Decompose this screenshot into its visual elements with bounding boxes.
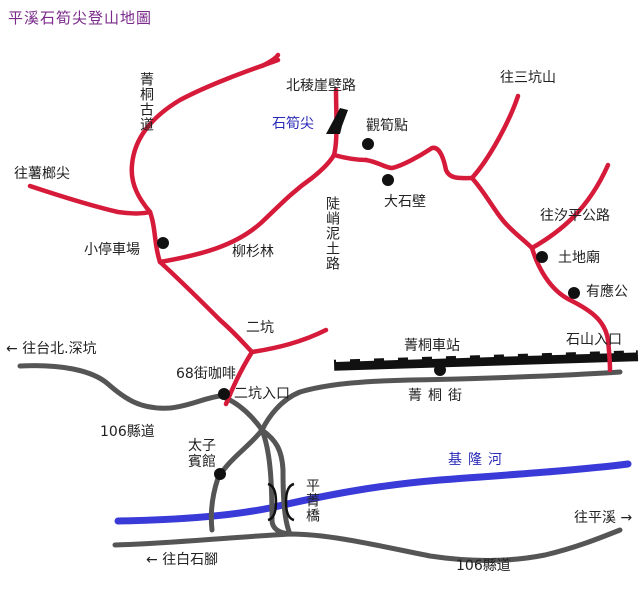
label-county-road-106-west: 106縣道 — [100, 424, 155, 440]
trail-to-dashibi — [363, 145, 475, 181]
label-wang-sankengshan: 往三坑山 — [500, 70, 556, 86]
poi-youyinggong-icon — [568, 287, 580, 299]
road-106-west — [17, 363, 223, 411]
label-da-shibi: 大石壁 — [384, 194, 426, 210]
road-bridge-west — [259, 427, 293, 537]
poi-tudimiao-icon — [536, 251, 548, 263]
trail-parking-to-ridge — [157, 152, 337, 265]
trail-parking-to-erkeng — [157, 259, 255, 355]
label-keelung-river: 基隆河 — [448, 452, 508, 468]
road-to-jingtong — [217, 369, 623, 433]
poi-station-icon — [434, 364, 446, 376]
label-wang-xiping-gonglu: 往汐平公路 — [540, 208, 610, 224]
label-county-road-106-east: 106縣道 — [456, 558, 511, 574]
trail-xiping-road — [529, 162, 611, 251]
label-wang-taibei-shenkeng: ← 往台北.深坑 — [6, 341, 97, 357]
poi-cafe-icon — [218, 388, 230, 400]
label-xiao-tingchechang: 小停車場 — [84, 242, 140, 258]
trail-erkeng-branch — [249, 327, 329, 355]
trail-to-shishan-entrance — [529, 245, 613, 373]
label-dou-qiao-ni-tu-lu: 陡峭泥土路 — [324, 196, 340, 271]
label-wang-baishijiao-text: 往白石腳 — [162, 552, 219, 568]
poi-markers — [157, 138, 580, 480]
label-jingtong-station: 菁桐車站 — [404, 338, 460, 354]
roads — [17, 363, 623, 563]
trail-shulangjian — [27, 183, 153, 216]
trails — [27, 52, 613, 407]
label-wang-pingxi: 往平溪 → — [574, 510, 632, 526]
poi-dashibi-icon — [382, 174, 394, 186]
railway — [333, 349, 639, 371]
trail-north-spur — [259, 52, 281, 69]
label-you-ying-gong: 有應公 — [586, 284, 628, 300]
label-bei-leng-yabi-lu: 北稜崖壁路 — [286, 78, 356, 94]
peak-icon — [326, 108, 348, 134]
map-title: 平溪石筍尖登山地圖 — [8, 9, 153, 27]
arrow-left-icon-south: ← — [146, 552, 158, 568]
poi-parking-icon — [157, 237, 169, 249]
label-jingtong-gudao: 菁桐古道 — [138, 72, 154, 132]
label-jingtong-street: 菁桐街 — [408, 388, 468, 404]
trail-west-spine — [147, 209, 163, 265]
label-erkeng-rukou: 二坑入口 — [234, 386, 290, 402]
keelung-river — [114, 460, 632, 525]
label-wang-baishijiao: ← 往白石腳 — [146, 552, 218, 568]
label-shishan-rukou: 石山入口 — [566, 332, 622, 348]
label-wang-taibei-shenkeng-text: 往台北.深坑 — [22, 341, 97, 357]
label-guan-sun-dian: 觀筍點 — [366, 118, 408, 134]
label-ping-jing-bridge: 平菁橋 — [304, 478, 320, 523]
trail-east-spine — [469, 175, 535, 251]
label-cafe-68: 68街咖啡 — [176, 366, 236, 382]
label-shisunjian: 石筍尖 — [272, 116, 314, 132]
trail-jingtong-gudao — [129, 57, 281, 215]
trail-erkeng-to-entrance — [223, 349, 255, 407]
trail-to-guansun — [331, 152, 369, 163]
poi-guesthouse-icon — [214, 468, 226, 480]
arrow-right-icon: → — [620, 510, 633, 526]
label-erkeng: 二坑 — [246, 320, 274, 336]
poi-guansun-icon — [362, 138, 374, 150]
arrow-left-icon: ← — [6, 341, 18, 357]
label-taizi-binguan: 太子賓館 — [188, 438, 216, 470]
label-liu-shan-lin: 柳杉林 — [232, 244, 274, 260]
road-south-main — [112, 527, 623, 563]
road-bridge-east — [259, 427, 293, 537]
label-tu-di-miao: 土地廟 — [558, 250, 600, 266]
label-wang-shulangjian: 往薯榔尖 — [14, 166, 70, 182]
bridge-brackets — [267, 482, 295, 522]
label-wang-pingxi-text: 往平溪 — [574, 510, 616, 526]
trail-sankengshan — [469, 93, 521, 181]
